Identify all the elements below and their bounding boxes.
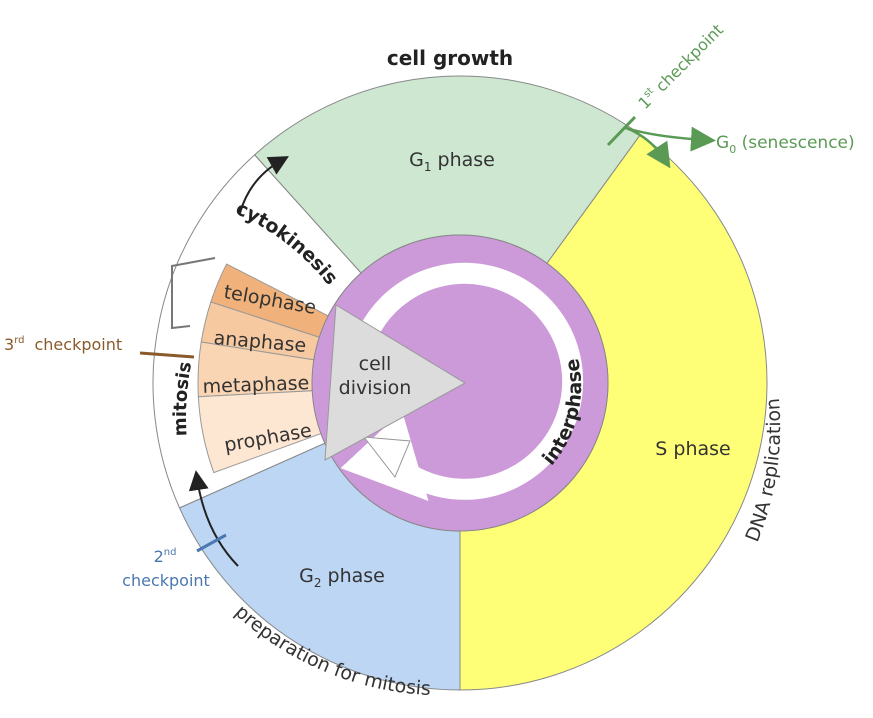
second-checkpoint-num: 2nd bbox=[154, 547, 177, 566]
g2-phase-label: G2 phase bbox=[299, 565, 385, 590]
g0-label: G0 (senescence) bbox=[716, 133, 855, 156]
cytokinesis-arrow bbox=[239, 156, 289, 214]
interphase-arrow bbox=[340, 262, 584, 501]
metaphase-label: metaphase bbox=[202, 372, 309, 398]
mitosis-bracket bbox=[171, 257, 216, 330]
g1-to-s-arrow bbox=[625, 126, 671, 169]
first-checkpoint-tick bbox=[606, 115, 637, 147]
g1-phase-label: G1 phase bbox=[409, 149, 495, 174]
cell-growth-label: cell growth bbox=[387, 46, 513, 70]
cell-division-line1: cell bbox=[359, 353, 392, 375]
s-phase-label: S phase bbox=[655, 438, 730, 460]
second-checkpoint-tick bbox=[196, 533, 227, 553]
first-checkpoint-label: 1st checkpoint bbox=[634, 20, 727, 113]
cell-division-line2: division bbox=[339, 377, 412, 399]
mitosis-arrow bbox=[188, 470, 239, 567]
interphase-arrow-head bbox=[362, 436, 411, 478]
cell-division-wedge bbox=[324, 304, 467, 461]
second-checkpoint-word: checkpoint bbox=[122, 571, 210, 590]
third-checkpoint-tick bbox=[139, 351, 195, 359]
